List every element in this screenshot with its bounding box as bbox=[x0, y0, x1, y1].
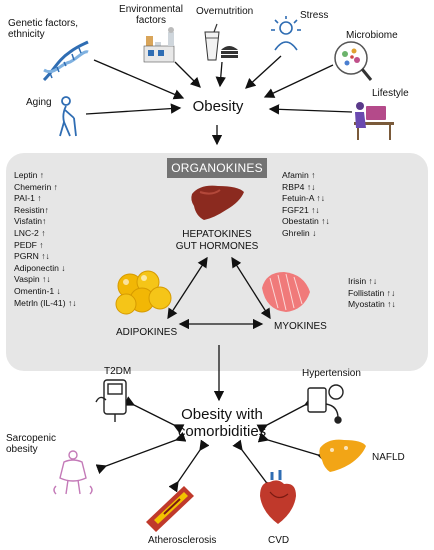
list-item: Adiponectin ↓ bbox=[14, 262, 66, 273]
list-item: Visfatin↑ bbox=[14, 216, 47, 227]
list-item: FGF21 ↑↓ bbox=[282, 204, 320, 215]
comorbidities-label: Obesity with comorbidities bbox=[177, 406, 267, 440]
arrow-hypertension bbox=[256, 396, 316, 434]
elderly-person-icon bbox=[59, 96, 77, 137]
blood-pressure-icon bbox=[307, 384, 344, 424]
drink-burger-icon bbox=[204, 23, 238, 61]
list-item: Chemerin ↑ bbox=[14, 181, 58, 192]
glucose-meter-icon bbox=[95, 379, 127, 422]
arrow-t2dm bbox=[123, 396, 185, 434]
arrow-aging bbox=[85, 103, 182, 115]
list-item: RBP4 ↑↓ bbox=[282, 181, 316, 192]
list-item: PGRN ↑↓ bbox=[14, 251, 50, 262]
list-item: Fetuin-A ↑↓ bbox=[282, 193, 325, 204]
list-item: Follistatin ↑↓ bbox=[348, 287, 396, 298]
label-hypertension: Hypertension bbox=[302, 368, 361, 379]
arrow-nafld bbox=[257, 432, 329, 463]
heart-icon bbox=[260, 470, 296, 524]
arrow-atherosclerosis bbox=[168, 439, 210, 493]
label-t2dm: T2DM bbox=[104, 366, 132, 377]
petri-dish-icon bbox=[334, 41, 373, 81]
label-lifestyle: Lifestyle bbox=[372, 88, 409, 99]
arrow-stress bbox=[245, 55, 282, 89]
label-sarcopenic: Sarcopenic obesity bbox=[6, 433, 57, 455]
label-nafld: NAFLD bbox=[372, 452, 405, 463]
list-item: Obestatin ↑↓ bbox=[282, 216, 330, 227]
artery-icon bbox=[146, 486, 194, 532]
arrow-cvd bbox=[232, 439, 276, 493]
label-atherosclerosis: Atherosclerosis bbox=[148, 535, 217, 546]
label-genetic: Genetic factors, ethnicity bbox=[8, 18, 79, 40]
list-item: PEDF ↑ bbox=[14, 239, 44, 250]
adipokines-label: ADIPOKINES bbox=[116, 327, 178, 338]
fatty-liver-icon bbox=[319, 439, 366, 472]
list-item: Afamin ↑ bbox=[282, 170, 316, 180]
arrow-myo-hepato bbox=[231, 256, 271, 320]
arrow-microbiome bbox=[263, 64, 334, 98]
adipokines-list: Leptin ↑ Chemerin ↑ PAI-1 ↑ Resistin↑ Vi… bbox=[14, 170, 77, 309]
myokines-label: MYOKINES bbox=[274, 321, 327, 332]
list-item: Metrln (IL-41) ↑↓ bbox=[14, 297, 77, 308]
list-item: Myostatin ↑↓ bbox=[348, 299, 396, 310]
list-item: Vaspin ↑↓ bbox=[14, 274, 51, 285]
list-item: LNC-2 ↑ bbox=[14, 227, 46, 238]
list-item: Ghrelin ↓ bbox=[282, 227, 317, 238]
list-item: Irisin ↑↓ bbox=[348, 276, 378, 286]
list-item: Resistin↑ bbox=[14, 204, 49, 215]
arrow-adipo-hepato bbox=[167, 256, 208, 320]
label-stress: Stress bbox=[300, 10, 329, 21]
arrow-lifestyle bbox=[268, 104, 353, 115]
muscle-icon bbox=[262, 272, 310, 312]
list-item: PAI-1 ↑ bbox=[14, 193, 42, 204]
label-microbiome: Microbiome bbox=[346, 30, 398, 41]
organokines-title: ORGANOKINES bbox=[167, 158, 267, 178]
liver-icon bbox=[191, 185, 244, 220]
list-item: Leptin ↑ bbox=[14, 170, 45, 180]
arrow-overnutrition bbox=[215, 61, 226, 88]
label-aging: Aging bbox=[26, 97, 52, 108]
stressed-person-icon bbox=[271, 16, 301, 51]
list-item: Omentin-1 ↓ bbox=[14, 285, 61, 296]
desk-worker-icon bbox=[354, 102, 394, 140]
arrow-environmental bbox=[174, 61, 201, 88]
label-cvd: CVD bbox=[268, 535, 290, 546]
body-outline-icon bbox=[53, 450, 93, 495]
label-environmental: Environmental factors bbox=[119, 4, 183, 26]
hepatokines-label: HEPATOKINES GUT HORMONES bbox=[175, 229, 259, 252]
fat-cells-icon bbox=[115, 270, 172, 315]
dna-icon bbox=[42, 40, 89, 82]
label-overnutrition: Overnutrition bbox=[196, 6, 254, 17]
arrow-sarcopenic bbox=[95, 431, 187, 475]
hepatokines-list: Afamin ↑ RBP4 ↑↓ Fetuin-A ↑↓ FGF21 ↑↓ Ob… bbox=[282, 170, 330, 240]
factory-icon bbox=[143, 27, 175, 63]
obesity-label: Obesity bbox=[192, 98, 244, 115]
myokines-list: Irisin ↑↓ Follistatin ↑↓ Myostatin ↑↓ bbox=[348, 276, 396, 311]
arrow-genetic bbox=[93, 59, 185, 100]
